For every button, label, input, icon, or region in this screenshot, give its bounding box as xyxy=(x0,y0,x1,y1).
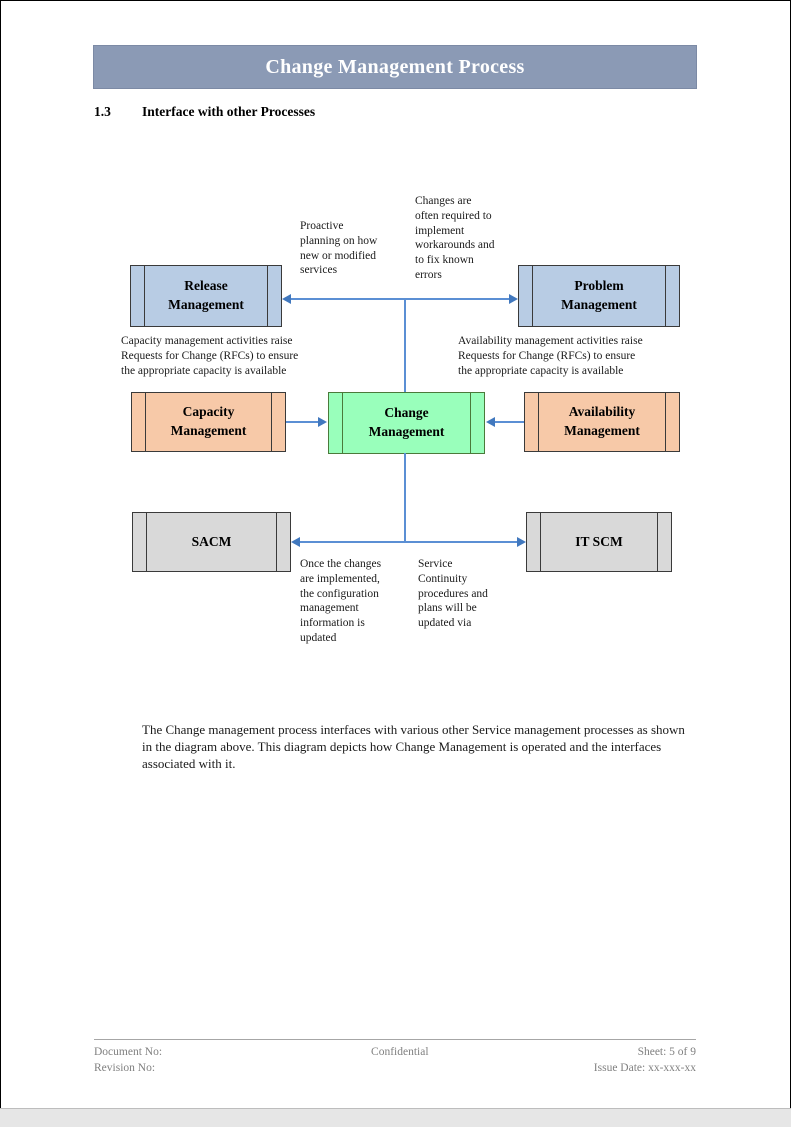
annotation-configuration-update: Once the changes are implemented, the co… xyxy=(300,558,382,645)
section-heading: 1.3 Interface with other Processes xyxy=(94,104,315,120)
footer-confidential: Confidential xyxy=(371,1046,429,1058)
process-box-label: Availability Management xyxy=(564,404,640,438)
section-title: Interface with other Processes xyxy=(142,104,316,119)
page-footer: Document No: Confidential Sheet: 5 of 9 … xyxy=(94,1039,696,1076)
connector-change-up xyxy=(404,298,406,395)
connector-sacm-itscm xyxy=(299,541,518,543)
annotation-changes-required: Changes are often required to implement … xyxy=(415,195,495,282)
footer-document-no: Document No: xyxy=(94,1046,163,1058)
connector-availability-change xyxy=(494,421,524,423)
arrowhead-change-from-availability xyxy=(486,417,495,427)
arrowhead-release xyxy=(282,294,291,304)
process-interface-diagram: Proactive planning on how new or modifie… xyxy=(1,1,791,701)
process-box-sacm[interactable]: SACM xyxy=(132,512,291,572)
connector-change-down xyxy=(404,453,406,542)
process-box-label: IT SCM xyxy=(575,533,623,549)
process-box-label: Capacity Management xyxy=(170,404,247,438)
body-paragraph: The Change management process interfaces… xyxy=(142,722,685,772)
process-box-availability-management[interactable]: Availability Management xyxy=(524,392,680,452)
arrowhead-sacm xyxy=(291,537,300,547)
footer-row-2: Revision No: Issue Date: xx-xxx-xx xyxy=(94,1060,696,1076)
connector-release-problem xyxy=(290,298,514,300)
footer-sheet: Sheet: 5 of 9 xyxy=(637,1046,697,1058)
process-box-label: Release Management xyxy=(168,278,244,312)
page-title: Change Management Process xyxy=(265,55,525,78)
annotation-service-continuity: Service Continuity procedures and plans … xyxy=(418,558,488,630)
footer-row-1: Document No: Confidential Sheet: 5 of 9 xyxy=(94,1044,696,1060)
annotation-availability-rfc: Availability management activities raise… xyxy=(458,335,643,377)
footer-revision-no: Revision No: xyxy=(94,1062,156,1075)
footer-issue-date: Issue Date: xx-xxx-xx xyxy=(593,1062,696,1075)
process-box-itscm[interactable]: IT SCM xyxy=(526,512,672,572)
annotation-capacity-rfc: Capacity management activities raise Req… xyxy=(121,335,299,377)
process-box-capacity-management[interactable]: Capacity Management xyxy=(131,392,286,452)
arrowhead-itscm xyxy=(517,537,526,547)
process-box-label: Problem Management xyxy=(561,278,637,312)
window-bottom-strip xyxy=(0,1108,791,1127)
section-number: 1.3 xyxy=(94,104,111,119)
document-title-banner: Change Management Process xyxy=(93,45,697,89)
process-box-label: SACM xyxy=(191,533,232,549)
process-box-release-management[interactable]: Release Management xyxy=(130,265,282,327)
connector-capacity-change xyxy=(286,421,319,423)
process-box-problem-management[interactable]: Problem Management xyxy=(518,265,680,327)
arrowhead-problem xyxy=(509,294,518,304)
process-box-label-change: Change Management xyxy=(368,405,445,439)
arrowhead-change-from-capacity xyxy=(318,417,327,427)
process-box-change-management[interactable]: Change Management xyxy=(328,392,485,454)
annotation-proactive-planning: Proactive planning on how new or modifie… xyxy=(300,220,378,277)
